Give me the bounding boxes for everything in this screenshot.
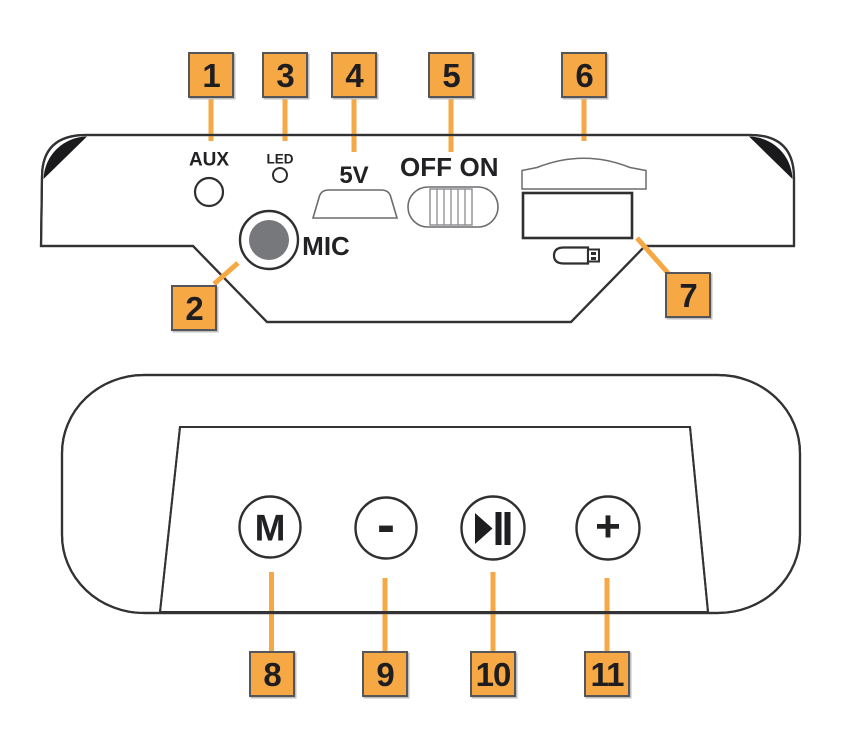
- callout-leader-2: [212, 261, 240, 286]
- mode-button-label: M: [254, 507, 286, 549]
- volume-up-button-label: +: [595, 502, 621, 551]
- callout-box-6: 6: [561, 52, 607, 98]
- mic-jack-icon: [238, 209, 300, 271]
- callout-box-5: 5: [428, 52, 474, 98]
- callout-box-2: 2: [171, 285, 217, 331]
- on-label: ON: [459, 152, 499, 182]
- callout-box-8: 8: [249, 651, 295, 697]
- 5v-label: 5V: [339, 162, 369, 189]
- volume-down-button-label: -: [377, 495, 395, 555]
- callout-box-1: 1: [188, 52, 234, 98]
- outline-restroke: [39, 133, 802, 615]
- callout-leader-7: [635, 236, 670, 275]
- led-indicator-icon: [272, 167, 288, 183]
- callout-box-10: 10: [470, 651, 516, 697]
- left-corner-accent: [43, 136, 87, 179]
- callout-box-4: 4: [331, 52, 377, 98]
- callout-box-9: 9: [362, 651, 408, 697]
- play-pause-button-circle: [460, 495, 526, 561]
- callout-box-11: 11: [584, 651, 630, 697]
- mic-label: MIC: [302, 231, 350, 261]
- volume-down-button-circle: [354, 496, 418, 560]
- usb-drive-icon: [552, 246, 600, 265]
- power-slide-switch-icon: [407, 186, 499, 228]
- micro-usb-port-icon: [311, 189, 399, 219]
- play-pause-icon: [475, 512, 511, 545]
- diagonal-callout-leaders: [212, 236, 670, 286]
- usb-port-icon: [521, 191, 634, 240]
- callout-box-3: 3: [262, 52, 308, 98]
- mode-button-circle: [238, 495, 302, 559]
- aux-label: AUX: [188, 149, 230, 171]
- callout-leaders: [208, 98, 610, 651]
- right-corner-accent: [749, 136, 793, 179]
- callout-box-7: 7: [665, 272, 711, 318]
- aux-jack-icon: [193, 176, 225, 208]
- led-label: LED: [266, 151, 294, 167]
- sd-card-slot-icon: [521, 157, 647, 190]
- off-label: OFF: [400, 152, 452, 182]
- volume-up-button-circle: [575, 495, 641, 561]
